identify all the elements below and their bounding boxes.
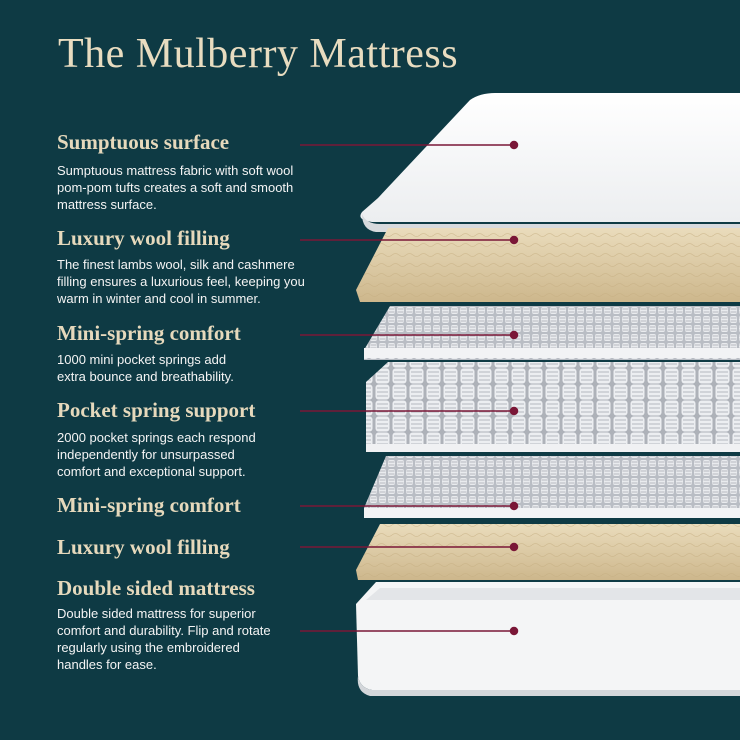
- pocket-spring-layer: [366, 362, 740, 452]
- layer-description-surface: Sumptuous mattress fabric with soft wool…: [57, 163, 294, 212]
- layer-heading-wool-upper: Luxury wool filling: [57, 226, 230, 250]
- layer-heading-mini-spring-upper: Mini-spring comfort: [57, 321, 241, 345]
- wool-layer-upper: [356, 228, 740, 302]
- wool-layer-lower: [356, 524, 740, 580]
- leader-lines: [300, 140, 519, 636]
- layer-heading-wool-lower: Luxury wool filling: [57, 535, 230, 559]
- surface-layer: [360, 93, 740, 232]
- layer-heading-base: Double sided mattress: [57, 576, 255, 600]
- base-layer: [356, 582, 740, 696]
- page-title: The Mulberry Mattress: [58, 31, 459, 77]
- layer-description-mini-spring-upper: 1000 mini pocket springs add extra bounc…: [57, 352, 234, 384]
- layer-heading-mini-spring-lower: Mini-spring comfort: [57, 493, 241, 517]
- mini-spring-layer-upper: [364, 306, 740, 360]
- layer-description-wool-upper: The finest lambs wool, silk and cashmere…: [57, 257, 305, 306]
- layer-description-base: Double sided mattress for superior comfo…: [57, 606, 271, 672]
- layer-description-pocket-spring: 2000 pocket springs each respond indepen…: [57, 430, 256, 479]
- layer-heading-pocket-spring: Pocket spring support: [57, 398, 256, 422]
- mini-spring-layer-lower: [364, 456, 740, 518]
- layer-heading-surface: Sumptuous surface: [57, 130, 230, 154]
